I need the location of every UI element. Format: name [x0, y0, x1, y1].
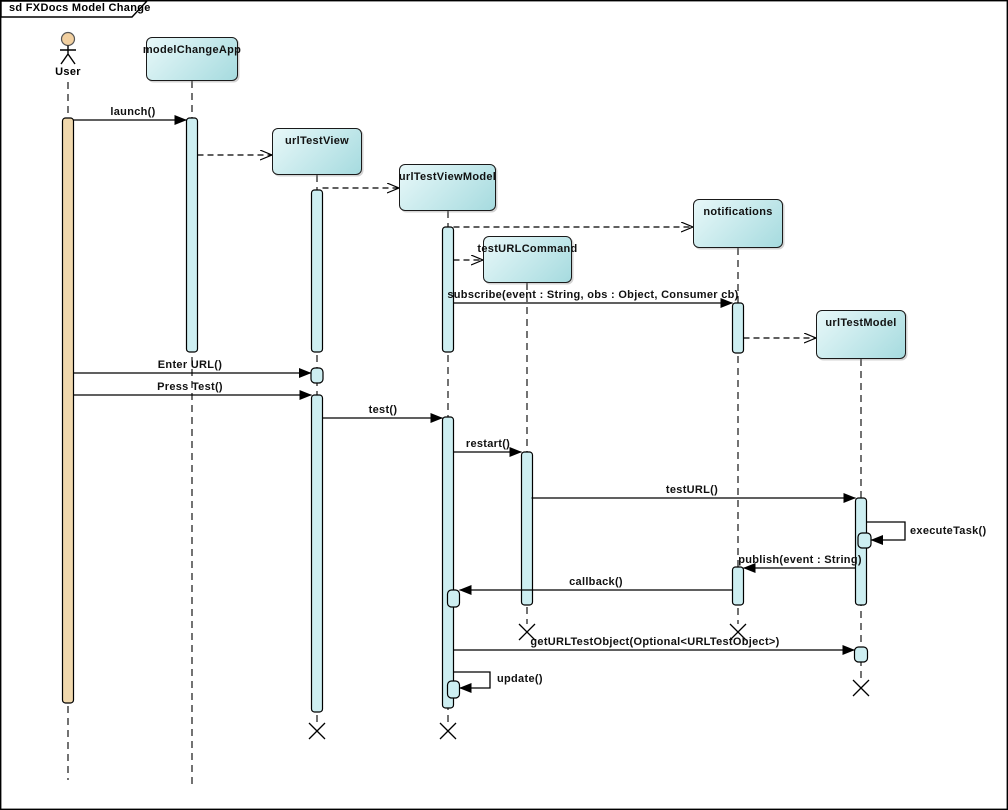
message-executetask-self-line[interactable] — [866, 521, 906, 545]
activation-modelchangeapp[interactable] — [185, 117, 199, 353]
activation-urltestviewmodel-1[interactable] — [441, 226, 455, 353]
activation-urltestmodel[interactable] — [854, 497, 868, 606]
message-label-publish: publish(event : String) — [738, 554, 862, 566]
destroy-x-urltestmodel — [852, 679, 870, 697]
lifeline-head-urltestview[interactable]: urlTestView — [272, 128, 362, 175]
message-label-update: update() — [497, 673, 543, 685]
lifeline-head-urltestmodel[interactable]: urlTestModel — [816, 310, 906, 359]
lifeline-head-notifications[interactable]: notifications — [693, 199, 783, 248]
message-label-restart: restart() — [465, 438, 511, 450]
destroy-x-urltestview — [308, 722, 326, 740]
message-label-enter-url: Enter URL() — [157, 359, 223, 371]
message-update-self-line[interactable] — [453, 671, 491, 693]
activation-urltestmodel-executetask[interactable] — [857, 532, 872, 549]
activation-testurlcommand[interactable] — [520, 451, 534, 606]
activation-urltestviewmodel-update[interactable] — [446, 680, 461, 699]
lifeline-head-urltestviewmodel[interactable]: urlTestViewModel — [399, 164, 496, 211]
message-label-callback: callback() — [569, 576, 623, 588]
user-actor-icon[interactable] — [60, 31, 76, 65]
message-label-test: test() — [368, 404, 398, 416]
message-label-executetask: executeTask() — [910, 525, 987, 537]
actor-label-user: User — [55, 66, 81, 78]
activation-urltestview-enterurl[interactable] — [310, 367, 324, 384]
destroy-x-notifications — [729, 623, 747, 641]
activation-notifications-2[interactable] — [731, 566, 745, 606]
lifeline-head-modelchangeapp[interactable]: modelChangeApp — [143, 37, 241, 81]
diagram-title: sd FXDocs Model Change — [9, 2, 151, 14]
activation-user[interactable] — [61, 117, 75, 704]
lifeline-head-testurlcommand[interactable]: testURLCommand — [477, 236, 577, 283]
message-label-geturltestobject: getURLTestObject(Optional<URLTestObject>… — [530, 636, 780, 648]
message-label-launch: launch() — [110, 106, 156, 118]
activation-urltestview-2[interactable] — [310, 394, 324, 713]
diagram-title-tab — [0, 0, 149, 18]
message-label-press-test: Press Test() — [157, 381, 223, 393]
activation-notifications-1[interactable] — [731, 302, 745, 354]
destroy-x-urltestviewmodel — [439, 722, 457, 740]
activation-urltestview-1[interactable] — [310, 189, 324, 353]
activation-urltestviewmodel-2[interactable] — [441, 416, 455, 709]
activation-urltestmodel-geturl[interactable] — [853, 646, 869, 663]
message-label-subscribe: subscribe(event : String, obs : Object, … — [447, 289, 739, 301]
message-label-testurl: testURL() — [665, 484, 719, 496]
activation-urltestviewmodel-callback[interactable] — [446, 589, 461, 608]
destroy-x-testurlcommand — [518, 623, 536, 641]
